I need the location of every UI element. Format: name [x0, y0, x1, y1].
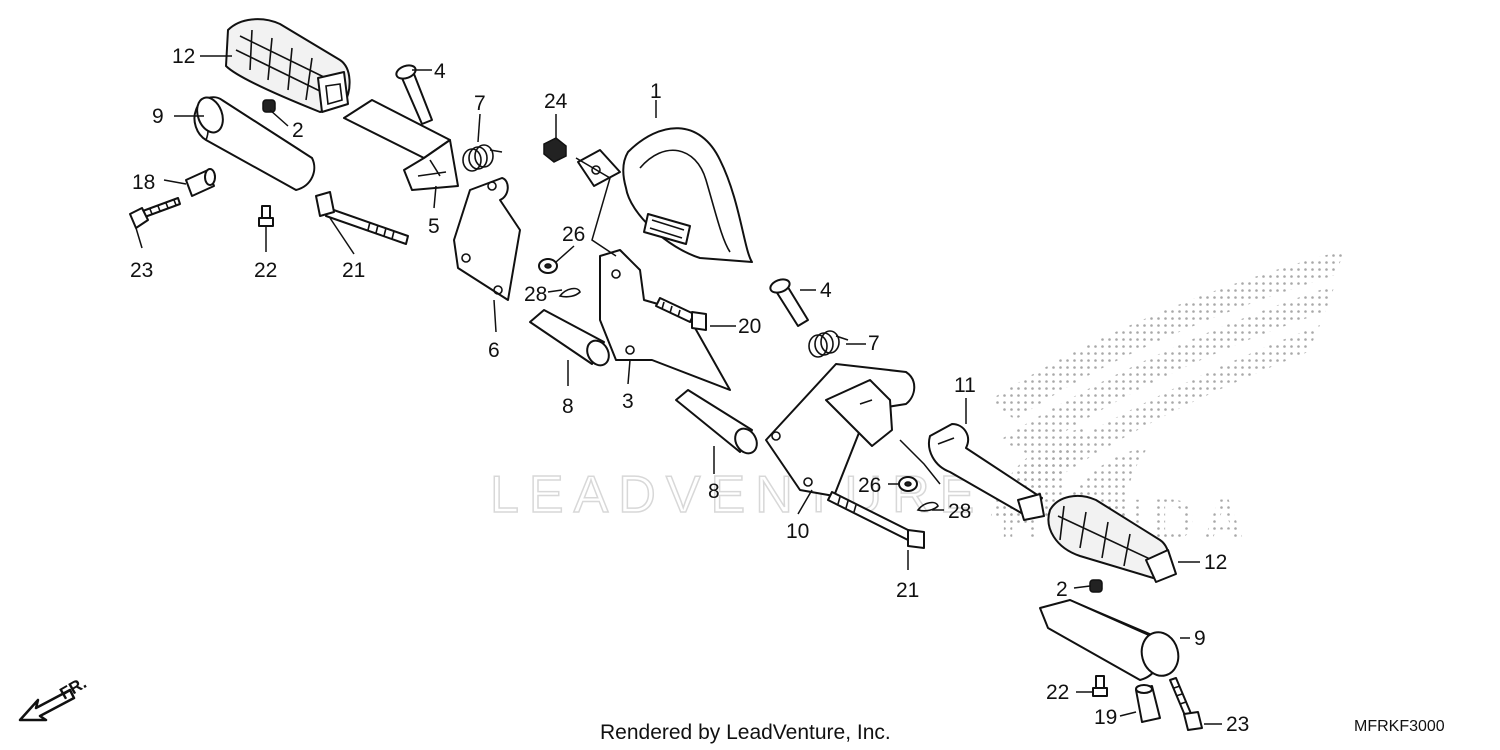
heel-guard[interactable] [577, 127, 753, 263]
spring-left[interactable] [462, 144, 503, 172]
callout-2-right: 2 [1056, 578, 1068, 601]
callout-10: 10 [786, 520, 809, 543]
bolt-22-right[interactable] [1092, 675, 1108, 697]
callout-20: 20 [738, 315, 761, 338]
callout-18: 18 [132, 171, 155, 194]
front-direction-indicator: FR. [18, 673, 90, 722]
render-credit: Rendered by LeadVenture, Inc. [600, 721, 891, 744]
callout-5: 5 [428, 215, 440, 238]
footpeg-rubber-right[interactable] [1047, 494, 1177, 583]
callout-21-right: 21 [896, 579, 919, 602]
footpeg-rubber-left[interactable] [225, 18, 351, 113]
front-arrow-icon [18, 688, 76, 722]
spacer-left[interactable] [529, 309, 613, 369]
collar-18[interactable] [185, 168, 216, 197]
bolt-23-left[interactable] [129, 197, 181, 229]
spring-right[interactable] [808, 330, 849, 358]
leadventure-watermark: LEADVENTURE [490, 466, 984, 524]
callout-6: 6 [488, 339, 500, 362]
callout-8-right: 8 [708, 480, 720, 503]
callout-7-right: 7 [868, 332, 880, 355]
callout-11: 11 [954, 374, 976, 397]
callout-4-left: 4 [434, 60, 446, 83]
washer-right[interactable] [898, 476, 918, 492]
callout-28-right: 28 [948, 500, 971, 523]
callout-22-left: 22 [254, 259, 277, 282]
cotter-pin-right[interactable] [916, 501, 939, 512]
bracket-plate-left[interactable] [453, 177, 521, 301]
pivot-pin-left[interactable] [395, 63, 433, 125]
long-bolt-21-right[interactable] [827, 491, 925, 549]
callout-12-left: 12 [172, 45, 195, 68]
spacer-right[interactable] [675, 389, 761, 457]
callout-24: 24 [544, 90, 568, 113]
callout-19: 19 [1094, 706, 1117, 729]
callout-4-right: 4 [820, 279, 832, 302]
bolt-20[interactable] [655, 297, 707, 331]
callout-12-right: 12 [1204, 551, 1227, 574]
pivot-pin-right[interactable] [769, 277, 809, 327]
long-bolt-21-left[interactable] [315, 191, 409, 245]
rubber-plug-left[interactable] [262, 99, 276, 113]
callout-23-left: 23 [130, 259, 153, 282]
callout-2-left: 2 [292, 119, 304, 142]
callout-9-left: 9 [152, 105, 164, 128]
footpeg-arm-left[interactable] [343, 99, 459, 191]
callout-22-right: 22 [1046, 681, 1069, 704]
bracket-plate-right[interactable] [765, 363, 916, 497]
callout-7-left: 7 [474, 92, 486, 115]
callout-8-left: 8 [562, 395, 574, 418]
callout-28-left: 28 [524, 283, 547, 306]
bracket-center[interactable] [599, 249, 731, 391]
callout-21-left: 21 [342, 259, 365, 282]
nut-24[interactable] [543, 137, 567, 163]
callout-23-right: 23 [1226, 713, 1249, 736]
leader-lines [135, 55, 1222, 725]
footpeg-cover-right[interactable] [1039, 599, 1183, 681]
callout-labels: 12 9 2 18 23 22 21 4 7 5 6 26 28 24 1 8 … [130, 45, 1249, 736]
washer-left[interactable] [538, 258, 558, 274]
cotter-pin-left[interactable] [558, 287, 581, 298]
collar-19[interactable] [1135, 684, 1161, 723]
callout-26-left: 26 [562, 223, 585, 246]
callout-26-right: 26 [858, 474, 881, 497]
callout-3: 3 [622, 390, 634, 413]
bolt-23-right[interactable] [1169, 677, 1203, 731]
callout-1: 1 [650, 80, 662, 103]
bolt-22-left[interactable] [258, 205, 274, 227]
rubber-plug-right[interactable] [1089, 579, 1103, 593]
footpeg-arm-right[interactable] [928, 423, 1045, 521]
diagram-code: MFRKF3000 [1354, 718, 1445, 735]
footpeg-cover-left[interactable] [193, 94, 316, 191]
callout-9-right: 9 [1194, 627, 1206, 650]
